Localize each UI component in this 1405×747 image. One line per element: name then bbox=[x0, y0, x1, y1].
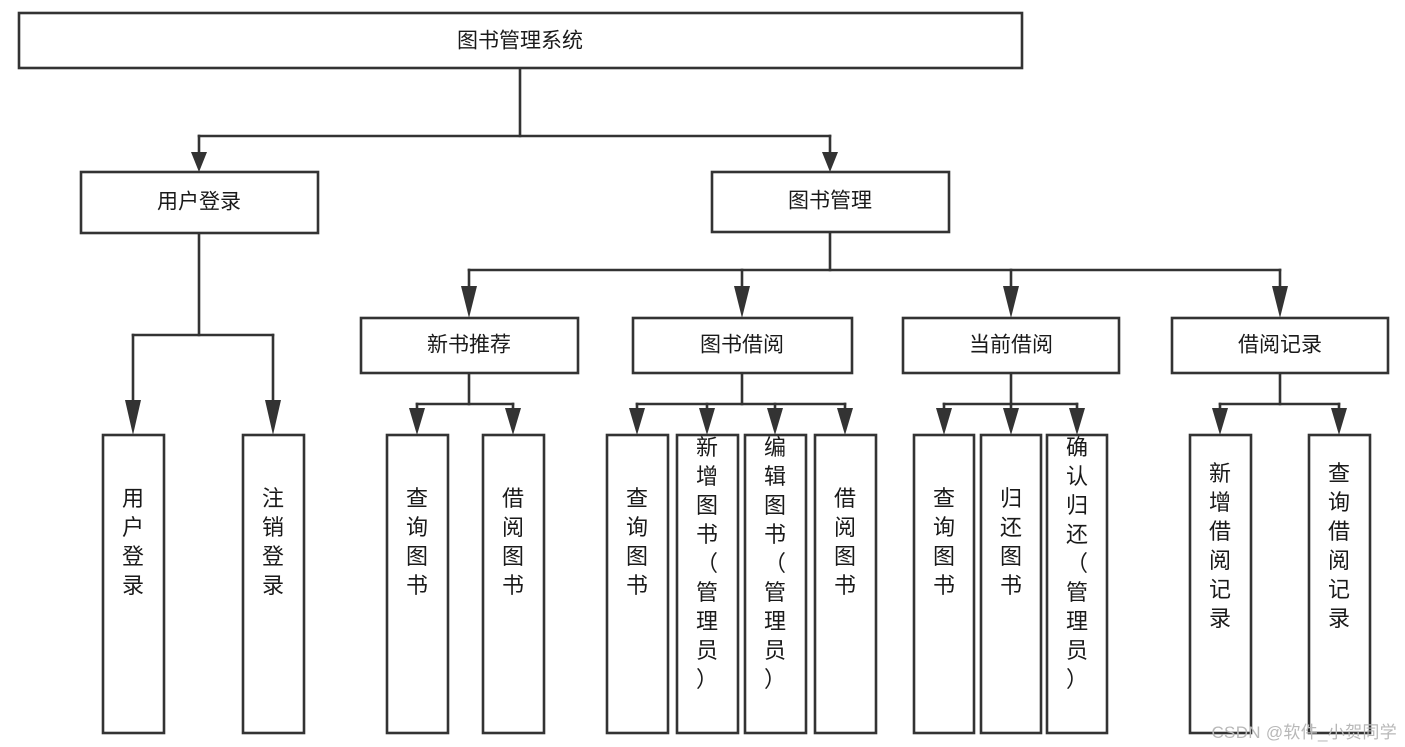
node-borrowing-record[interactable]: 借阅记录 bbox=[1170, 316, 1390, 375]
connector-layer bbox=[125, 66, 1347, 435]
arrow-head-leaf-logout bbox=[265, 400, 281, 435]
leaf-box-edit-book-admin[interactable] bbox=[743, 433, 808, 735]
leaf-node[interactable]: 借阅图书 bbox=[481, 433, 546, 735]
node-user-login-box[interactable] bbox=[79, 170, 320, 235]
leaf-node[interactable]: 查询图书 bbox=[385, 433, 450, 735]
leaf-label-query-book-bb: 查询图书 bbox=[626, 486, 648, 598]
arrow-head-br-leaf-1 bbox=[1212, 408, 1228, 435]
leaf-node[interactable]: 归还图书 bbox=[979, 433, 1043, 735]
node-borrowing-record-box[interactable] bbox=[1170, 316, 1390, 375]
leaf-box-query-book-nbr[interactable] bbox=[385, 433, 450, 735]
leaf-label-logout: 注销登录 bbox=[262, 486, 284, 598]
arrow-head-book-mgmt bbox=[822, 152, 838, 172]
leaf-box-confirm-return-admin[interactable] bbox=[1045, 433, 1109, 735]
node-book-borrowing-box[interactable] bbox=[631, 316, 854, 375]
arrow-head-borrow-record bbox=[1272, 286, 1288, 318]
leaf-label-borrow-book-nbr: 借阅图书 bbox=[502, 486, 524, 598]
node-book-management-label: 图书管理 bbox=[788, 190, 872, 213]
node-book-borrowing-label: 图书借阅 bbox=[700, 334, 784, 357]
node-current-borrowing-label: 当前借阅 bbox=[969, 334, 1053, 357]
leaf-node[interactable]: 用户登录 bbox=[101, 433, 166, 735]
arrow-head-nbr-leaf-2 bbox=[505, 408, 521, 435]
leaf-box-query-borrow-record[interactable] bbox=[1307, 433, 1372, 735]
arrow-head-user-login bbox=[191, 152, 207, 172]
leaf-label-edit-book-admin: 编辑图书（管理员） bbox=[764, 435, 786, 692]
arrow-head-cb-leaf-1 bbox=[936, 408, 952, 435]
arrow-head-cb-leaf-2 bbox=[1003, 408, 1019, 435]
arrow-head-bb-leaf-3 bbox=[767, 408, 783, 435]
node-current-borrowing-box[interactable] bbox=[901, 316, 1121, 375]
leaf-label-confirm-return-admin: 确认归还（管理员） bbox=[1066, 435, 1088, 692]
leaf-node[interactable]: 编辑图书（管理员） bbox=[743, 433, 808, 735]
leaf-node[interactable]: 注销登录 bbox=[241, 433, 306, 735]
leaf-label-add-borrow-record: 新增借阅记录 bbox=[1209, 461, 1231, 631]
leaf-box-add-book-admin[interactable] bbox=[675, 433, 740, 735]
arrow-head-br-leaf-2 bbox=[1331, 408, 1347, 435]
arrow-head-nbr-leaf-1 bbox=[409, 408, 425, 435]
arrow-head-cb-leaf-3 bbox=[1069, 408, 1085, 435]
leaf-node[interactable]: 新增图书（管理员） bbox=[675, 433, 740, 735]
csdn-watermark: CSDN @软件_小贺同学 bbox=[1211, 723, 1397, 742]
leaf-node[interactable]: 借阅图书 bbox=[813, 433, 878, 735]
leaf-label-add-book-admin: 新增图书（管理员） bbox=[696, 435, 718, 692]
leaf-node[interactable]: 查询借阅记录 bbox=[1307, 433, 1372, 735]
leaf-label-query-book-cb: 查询图书 bbox=[933, 486, 955, 598]
node-book-borrowing[interactable]: 图书借阅 bbox=[631, 316, 854, 375]
arrow-head-leaf-user-login bbox=[125, 400, 141, 435]
leaf-label-return-book: 归还图书 bbox=[1000, 486, 1022, 598]
node-root-label: 图书管理系统 bbox=[457, 30, 583, 53]
leaf-box-logout[interactable] bbox=[241, 433, 306, 735]
node-new-book-recommendation-label: 新书推荐 bbox=[427, 334, 511, 357]
leaf-box-query-book-cb[interactable] bbox=[912, 433, 976, 735]
leaf-box-add-borrow-record[interactable] bbox=[1188, 433, 1253, 735]
node-user-login[interactable]: 用户登录 bbox=[79, 170, 320, 235]
leaf-node[interactable]: 查询图书 bbox=[605, 433, 670, 735]
node-root-box[interactable] bbox=[17, 11, 1024, 70]
leaf-box-borrow-book-bb[interactable] bbox=[813, 433, 878, 735]
leaf-box-return-book[interactable] bbox=[979, 433, 1043, 735]
leaf-label-query-book-nbr: 查询图书 bbox=[406, 486, 428, 598]
node-current-borrowing[interactable]: 当前借阅 bbox=[901, 316, 1121, 375]
node-book-management[interactable]: 图书管理 bbox=[710, 170, 951, 234]
arrow-head-current-borrow bbox=[1003, 286, 1019, 318]
node-borrowing-record-label: 借阅记录 bbox=[1238, 334, 1322, 357]
leaf-label-user-login: 用户登录 bbox=[122, 486, 144, 598]
arrow-head-bb-leaf-4 bbox=[837, 408, 853, 435]
leaf-label-borrow-book-bb: 借阅图书 bbox=[834, 486, 856, 598]
leaf-node[interactable]: 查询图书 bbox=[912, 433, 976, 735]
arrow-head-bb-leaf-1 bbox=[629, 408, 645, 435]
leaf-box-borrow-book-nbr[interactable] bbox=[481, 433, 546, 735]
leaf-box-user-login[interactable] bbox=[101, 433, 166, 735]
arrow-head-bb-leaf-2 bbox=[699, 408, 715, 435]
leaf-node[interactable]: 新增借阅记录 bbox=[1188, 433, 1253, 735]
arrow-head-book-borrow bbox=[734, 286, 750, 318]
leaf-label-query-borrow-record: 查询借阅记录 bbox=[1328, 461, 1350, 631]
leaf-box-query-book-bb[interactable] bbox=[605, 433, 670, 735]
node-book-management-box[interactable] bbox=[710, 170, 951, 234]
node-root-book-management-system[interactable]: 图书管理系统 bbox=[17, 11, 1024, 70]
node-new-book-recommendation[interactable]: 新书推荐 bbox=[359, 316, 580, 375]
leaf-node[interactable]: 确认归还（管理员） bbox=[1045, 433, 1109, 735]
node-new-book-recommendation-box[interactable] bbox=[359, 316, 580, 375]
arrow-head-new-book-rec bbox=[461, 286, 477, 318]
node-user-login-label: 用户登录 bbox=[157, 191, 241, 214]
